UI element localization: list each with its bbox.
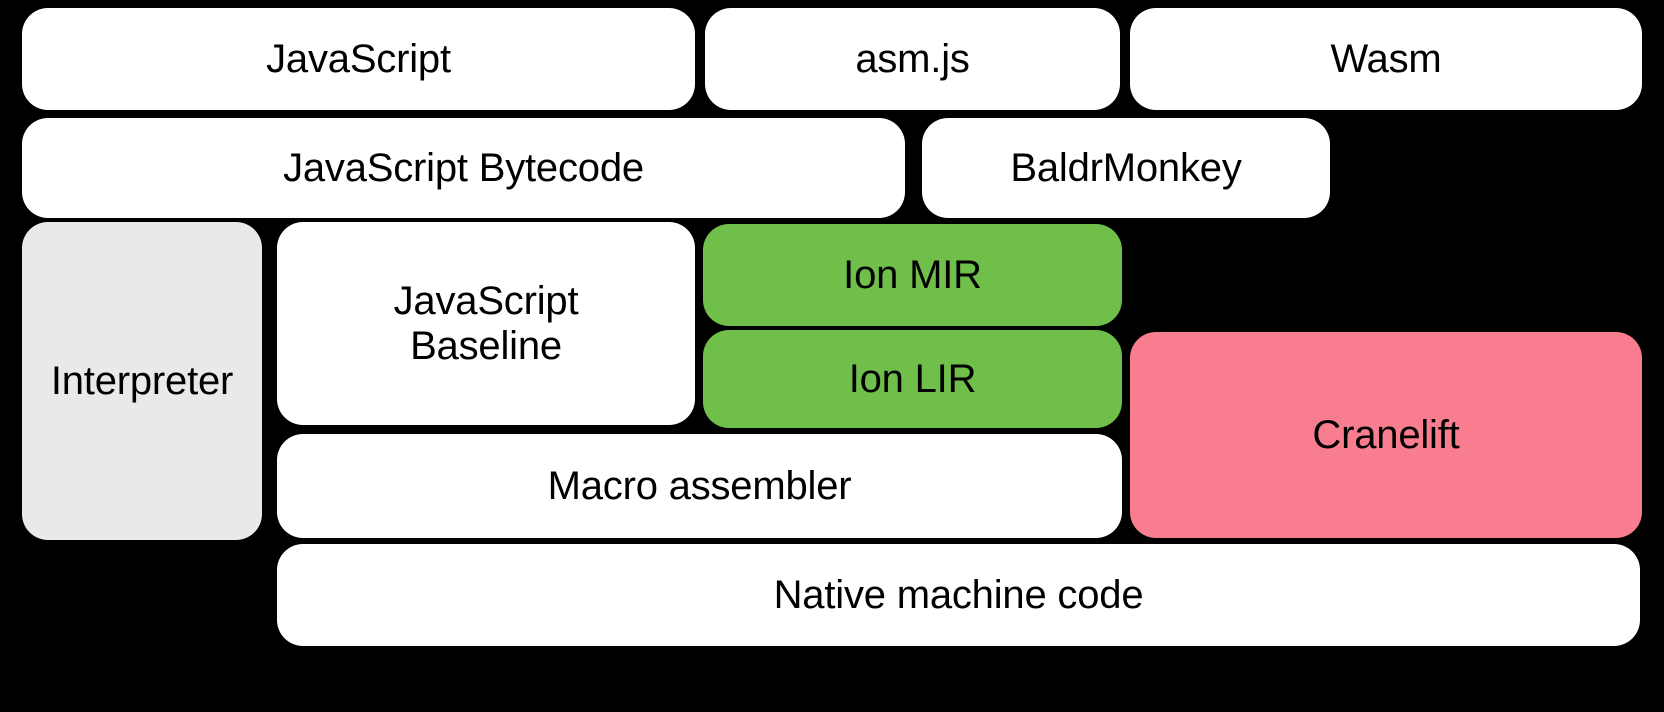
node-cranelift: Cranelift [1130,332,1642,538]
node-ion-lir: Ion LIR [703,330,1122,428]
node-interpreter: Interpreter [22,222,262,540]
node-wasm: Wasm [1130,8,1642,110]
node-macro-assembler: Macro assembler [277,434,1122,538]
node-ion-mir: Ion MIR [703,224,1122,326]
node-javascript: JavaScript [22,8,695,110]
node-native-machine-code: Native machine code [277,544,1640,646]
node-javascript-baseline: JavaScript Baseline [277,222,695,425]
node-asmjs: asm.js [705,8,1120,110]
node-javascript-bytecode: JavaScript Bytecode [22,118,905,218]
node-baldrmonkey: BaldrMonkey [922,118,1330,218]
